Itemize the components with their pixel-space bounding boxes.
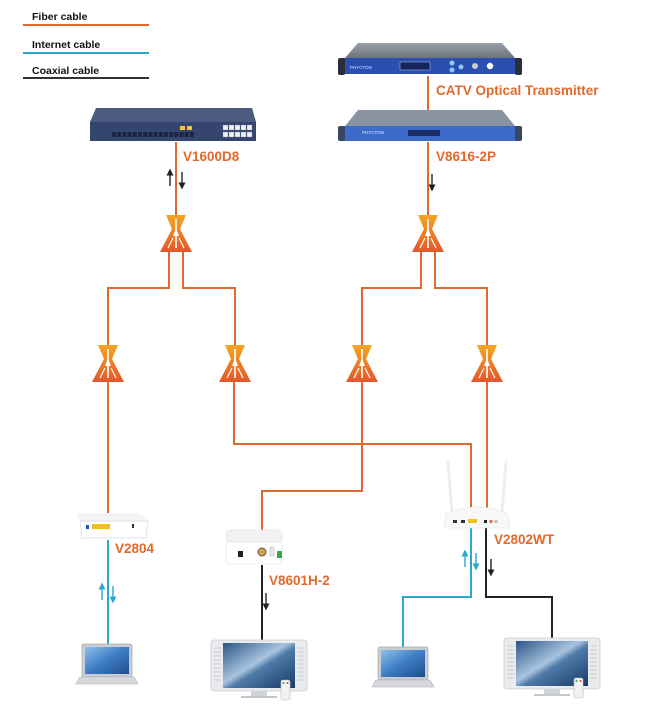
v8616-brand: PHYCTON xyxy=(362,130,384,135)
fiber-to-v2802wt-data xyxy=(233,382,472,510)
v8601h-device[interactable] xyxy=(225,529,283,565)
internet-v2802wt-laptop xyxy=(402,528,472,648)
splitter-3-icon xyxy=(346,345,378,382)
splitter-olt-icon xyxy=(160,215,192,252)
splitter-catv-icon xyxy=(412,215,444,252)
olt-label: V1600D8 xyxy=(183,149,240,164)
v2804-device[interactable] xyxy=(76,513,149,539)
remote-control-icon xyxy=(280,679,291,701)
transmitter-brand: PHYCTON xyxy=(350,65,372,70)
laptop-1[interactable] xyxy=(75,643,139,685)
remote-control-icon xyxy=(573,677,584,699)
fiber-catv-branch-right xyxy=(434,252,488,345)
splitter-2-icon xyxy=(219,345,251,382)
coaxial-cables xyxy=(261,528,553,640)
coax-v2802wt-tv xyxy=(485,528,553,638)
splitters xyxy=(92,215,503,382)
v2804-label: V2804 xyxy=(115,541,155,556)
legend-internet-label: Internet cable xyxy=(32,39,101,51)
fiber-to-v8601h xyxy=(261,382,363,532)
tv-2[interactable] xyxy=(503,637,601,699)
v2802wt-label: V2802WT xyxy=(494,532,555,547)
legend-fiber-label: Fiber cable xyxy=(32,11,88,23)
legend-fiber-line xyxy=(23,24,149,26)
splitter-4-icon xyxy=(471,345,503,382)
signal-arrows xyxy=(98,168,495,611)
laptop-2[interactable] xyxy=(371,646,435,688)
catv-transmitter-device[interactable]: PHYCTON xyxy=(338,43,522,75)
legend-coaxial-line xyxy=(23,77,149,79)
v8601h-label: V8601H-2 xyxy=(269,573,330,588)
fiber-catv-branch-left xyxy=(361,252,422,345)
fiber-cables xyxy=(107,76,488,532)
legend-coaxial-label: Coaxial cable xyxy=(32,65,100,77)
internet-cables xyxy=(107,528,472,648)
fiber-olt-branch-left xyxy=(107,252,170,345)
v2802wt-device[interactable] xyxy=(443,460,511,529)
tv-1[interactable] xyxy=(210,639,308,701)
splitter-1-icon xyxy=(92,345,124,382)
v8616-device[interactable]: PHYCTON xyxy=(338,110,522,141)
fiber-olt-branch-right xyxy=(182,252,236,345)
v8616-label: V8616-2P xyxy=(436,149,497,164)
olt-device[interactable] xyxy=(90,108,256,141)
catv-transmitter-label: CATV Optical Transmitter xyxy=(436,83,599,98)
legend-internet-line xyxy=(23,52,149,54)
